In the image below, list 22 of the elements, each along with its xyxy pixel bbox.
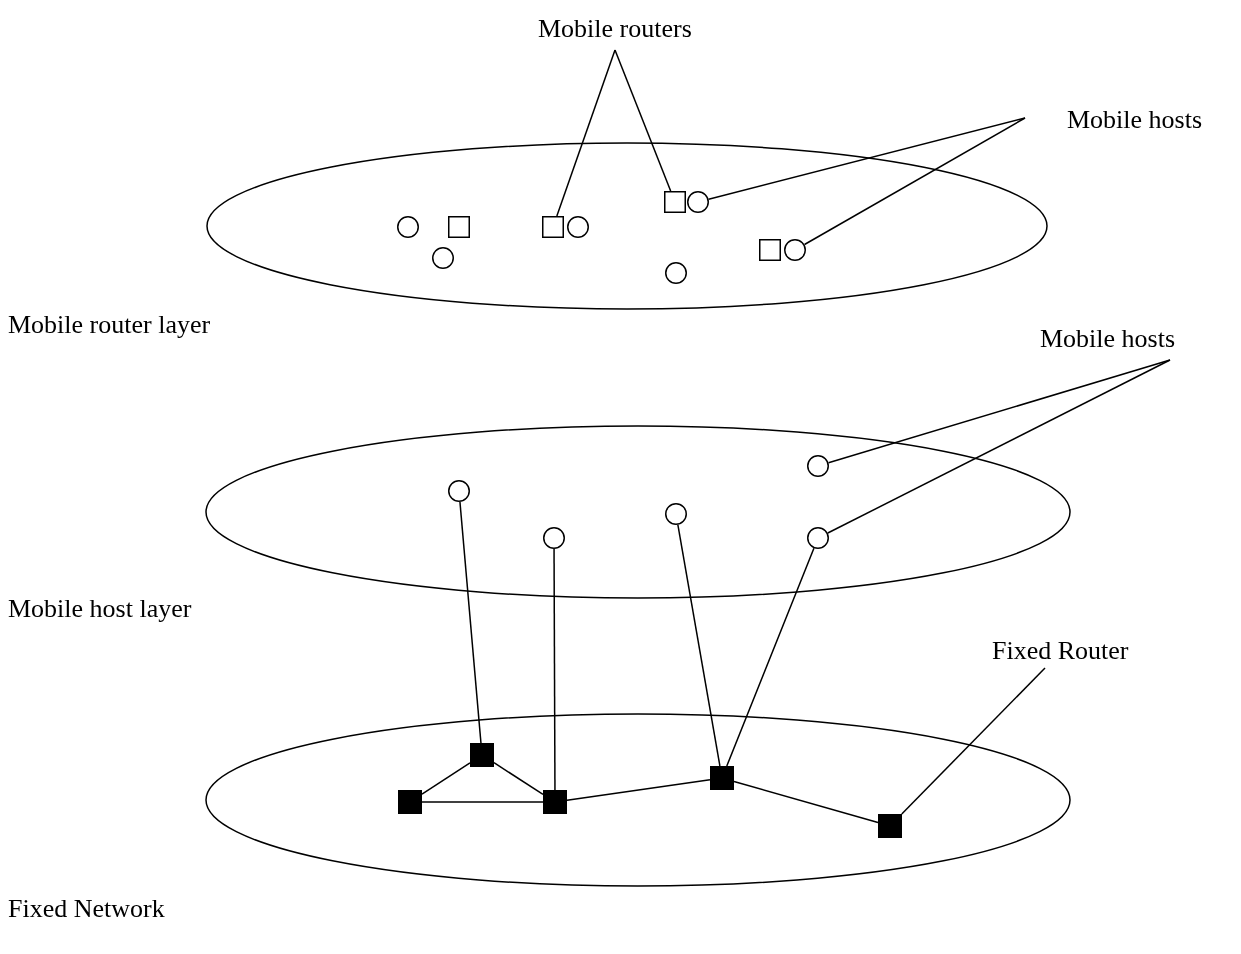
callout-label: Fixed Router [992,636,1164,668]
leader-line [614,49,672,192]
link-line [459,501,482,744]
leader-line [901,667,1046,815]
link-line [493,762,544,795]
leader-line [707,117,1026,200]
link-line [733,780,879,824]
link-line [421,762,471,795]
leader-line [803,117,1026,246]
leader-line [556,49,616,217]
callout-label: Mobile hosts [1025,105,1235,135]
link-line [677,524,721,767]
link-line [421,801,544,803]
link-line [553,548,556,791]
callout-label: Mobile routers [538,14,732,50]
layer-label: Mobile host layer [8,594,192,624]
layer-label: Mobile router layer [8,310,211,340]
link-line [566,778,711,802]
callout-label: Mobile hosts [1040,324,1212,360]
link-line [726,547,815,767]
leader-line [827,359,1171,534]
layer-label: Fixed Network [8,894,165,924]
